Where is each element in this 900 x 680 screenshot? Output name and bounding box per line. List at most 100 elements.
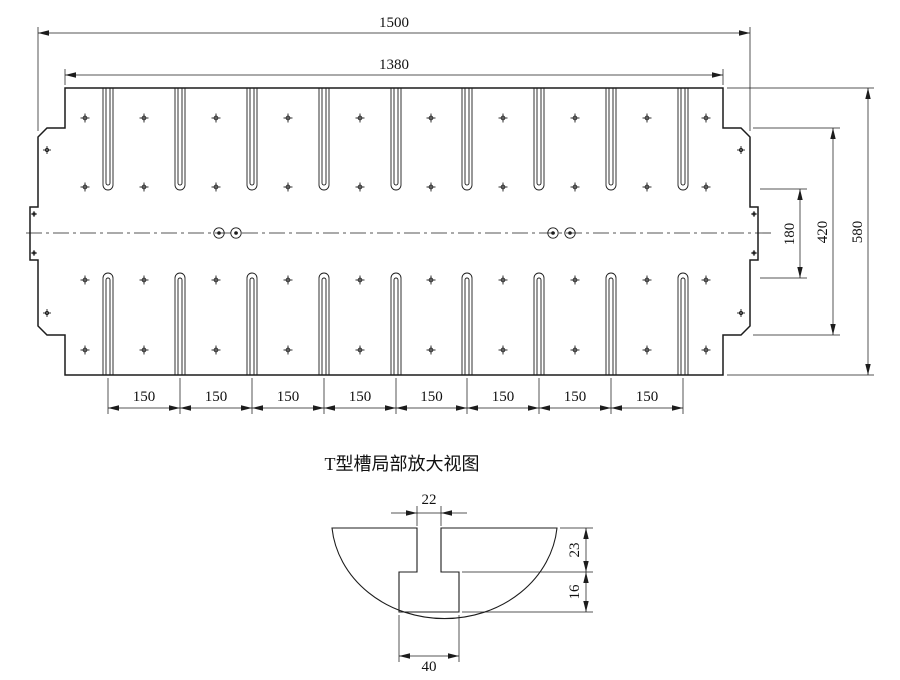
t-slot-bottom (680, 277, 686, 375)
dim-overall-width: 580 (727, 87, 874, 376)
hole-marker (426, 113, 436, 123)
hole-marker (642, 113, 652, 123)
hole-marker (498, 182, 508, 192)
pin-hole (547, 227, 559, 239)
dim-body-length-label: 1380 (379, 57, 409, 73)
dim-slot-pitch-chain: 150 150 150 150 150 150 150 150 (107, 378, 684, 414)
dim-slot-base-width: 40 (398, 615, 460, 675)
dim-slot-pitch-label: 150 (636, 389, 659, 405)
hole-marker (498, 113, 508, 123)
hole-marker (498, 275, 508, 285)
hole-marker (80, 182, 90, 192)
t-slot-bottom (677, 272, 689, 375)
t-slot-top (677, 88, 689, 191)
hole-marker (43, 309, 51, 317)
dim-slot-pitch-label: 150 (349, 389, 372, 405)
t-slot-top (105, 88, 111, 186)
hole-marker (80, 345, 90, 355)
dim-slot-base-depth-label: 16 (567, 584, 583, 600)
main-view: 1500 1380 580 420 180 (26, 15, 874, 414)
t-slot-bottom (174, 272, 186, 375)
hole-marker (283, 113, 293, 123)
dim-flange-span: 420 (753, 127, 840, 336)
hole-marker (426, 182, 436, 192)
detail-title: T型槽局部放大视图 (325, 454, 480, 474)
t-slot-top (608, 88, 614, 186)
t-slot-bottom (533, 272, 545, 375)
dim-slot-neck-width: 22 (391, 492, 467, 526)
hole-marker (139, 113, 149, 123)
dim-overall-width-label: 580 (850, 221, 866, 244)
hole-marker (283, 182, 293, 192)
hole-marker (31, 211, 37, 217)
hole-marker (211, 345, 221, 355)
hole-marker (751, 211, 757, 217)
t-slot-top (177, 88, 183, 186)
dim-slot-pitch-label: 150 (420, 389, 443, 405)
dim-body-length: 1380 (64, 57, 724, 85)
dim-slot-pitch-label: 150 (277, 389, 300, 405)
pin-hole-center (217, 231, 221, 235)
hole-marker (139, 345, 149, 355)
t-slot-bottom (177, 277, 183, 375)
hole-marker (139, 182, 149, 192)
pin-hole-center (568, 231, 572, 235)
hole-marker (570, 182, 580, 192)
hole-marker (642, 182, 652, 192)
dim-overall-length-label: 1500 (379, 15, 409, 31)
dim-slot-neck-width-label: 22 (422, 492, 437, 508)
hole-marker (570, 345, 580, 355)
t-slot-bottom (105, 277, 111, 375)
hole-marker (80, 113, 90, 123)
t-slot-top (321, 88, 327, 186)
t-slot-bottom (461, 272, 473, 375)
t-slot-top (533, 88, 545, 191)
dim-slot-base-width-label: 40 (422, 659, 437, 675)
t-slot-top (393, 88, 399, 186)
dim-flange-span-label: 420 (815, 221, 831, 244)
hole-marker (31, 250, 37, 256)
hole-marker (211, 275, 221, 285)
t-slot-bottom (249, 277, 255, 375)
dim-slot-pitch-label: 150 (564, 389, 587, 405)
hole-marker (426, 275, 436, 285)
hole-marker (355, 275, 365, 285)
hole-marker (283, 345, 293, 355)
dim-center-row-spacing-label: 180 (782, 223, 798, 246)
hole-marker-group (31, 113, 757, 355)
hole-marker (355, 345, 365, 355)
dim-center-row-spacing: 180 (760, 188, 807, 279)
hole-marker (283, 275, 293, 285)
hole-marker (211, 182, 221, 192)
hole-marker (737, 146, 745, 154)
t-slot-top (390, 88, 402, 191)
dim-slot-pitch-label: 150 (205, 389, 228, 405)
hole-marker (701, 113, 711, 123)
t-slot-group (102, 88, 689, 375)
hole-marker (642, 275, 652, 285)
hole-marker (570, 275, 580, 285)
dim-slot-pitch-label: 150 (492, 389, 515, 405)
hole-marker (701, 182, 711, 192)
t-slot-bottom (608, 277, 614, 375)
t-slot-bottom (605, 272, 617, 375)
t-slot-bottom (536, 277, 542, 375)
hole-marker (426, 345, 436, 355)
hole-marker (701, 275, 711, 285)
plate-outline (29, 87, 759, 376)
t-slot-top (680, 88, 686, 186)
hole-marker (355, 182, 365, 192)
dim-slot-pitch-label: 150 (133, 389, 156, 405)
hole-marker (701, 345, 711, 355)
hole-marker (498, 345, 508, 355)
t-slot-bottom (390, 272, 402, 375)
t-slot-top (249, 88, 255, 186)
t-slot-bottom (321, 277, 327, 375)
detail-view: T型槽局部放大视图 22 23 16 4 (325, 454, 593, 675)
t-slot-top (536, 88, 542, 186)
dim-slot-neck-depth: 23 (462, 527, 593, 573)
t-slot-top (464, 88, 470, 186)
dim-overall-length: 1500 (37, 15, 751, 131)
